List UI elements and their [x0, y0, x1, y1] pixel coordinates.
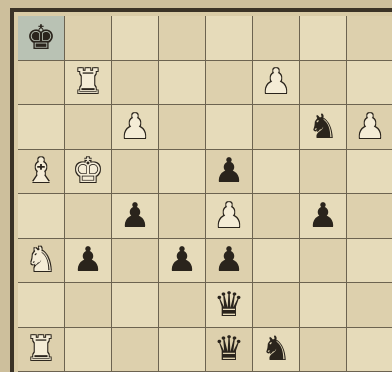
black-queen-piece[interactable]: ♛ — [214, 332, 244, 366]
black-pawn-piece[interactable]: ♟ — [73, 243, 103, 277]
black-pawn-piece[interactable]: ♟ — [120, 199, 150, 233]
square-a7[interactable] — [18, 61, 65, 106]
square-d6[interactable] — [159, 105, 206, 150]
white-pawn-piece[interactable]: ♟ — [214, 199, 244, 233]
square-a4[interactable] — [18, 194, 65, 239]
square-b1[interactable] — [65, 328, 112, 372]
square-f2[interactable] — [253, 283, 300, 328]
square-d4[interactable] — [159, 194, 206, 239]
square-d7[interactable] — [159, 61, 206, 106]
square-b5[interactable]: ♚ — [65, 150, 112, 195]
black-queen-piece[interactable]: ♛ — [214, 288, 244, 322]
square-e8[interactable] — [206, 16, 253, 61]
black-pawn-piece[interactable]: ♟ — [167, 243, 197, 277]
square-f3[interactable] — [253, 239, 300, 284]
square-h7[interactable] — [347, 61, 392, 106]
square-b3[interactable]: ♟ — [65, 239, 112, 284]
black-knight-piece[interactable]: ♞ — [308, 110, 338, 144]
square-d2[interactable] — [159, 283, 206, 328]
black-knight-piece[interactable]: ♞ — [261, 332, 291, 366]
square-c1[interactable] — [112, 328, 159, 372]
white-pawn-piece[interactable]: ♟ — [120, 110, 150, 144]
square-h8[interactable] — [347, 16, 392, 61]
black-pawn-piece[interactable]: ♟ — [214, 243, 244, 277]
square-g4[interactable]: ♟ — [300, 194, 347, 239]
square-f6[interactable] — [253, 105, 300, 150]
square-c7[interactable] — [112, 61, 159, 106]
square-b8[interactable] — [65, 16, 112, 61]
black-pawn-piece[interactable]: ♟ — [308, 199, 338, 233]
square-h2[interactable] — [347, 283, 392, 328]
white-bishop-piece[interactable]: ♝ — [26, 154, 56, 188]
square-d8[interactable] — [159, 16, 206, 61]
square-e1[interactable]: ♛ — [206, 328, 253, 372]
square-a2[interactable] — [18, 283, 65, 328]
square-f5[interactable] — [253, 150, 300, 195]
square-c2[interactable] — [112, 283, 159, 328]
square-c5[interactable] — [112, 150, 159, 195]
white-rook-piece[interactable]: ♜ — [73, 65, 103, 99]
square-b4[interactable] — [65, 194, 112, 239]
square-g3[interactable] — [300, 239, 347, 284]
square-h6[interactable]: ♟ — [347, 105, 392, 150]
square-d3[interactable]: ♟ — [159, 239, 206, 284]
square-e7[interactable] — [206, 61, 253, 106]
square-b6[interactable] — [65, 105, 112, 150]
square-f1[interactable]: ♞ — [253, 328, 300, 372]
square-g5[interactable] — [300, 150, 347, 195]
square-d1[interactable] — [159, 328, 206, 372]
square-e5[interactable]: ♟ — [206, 150, 253, 195]
square-a6[interactable] — [18, 105, 65, 150]
square-d5[interactable] — [159, 150, 206, 195]
square-a5[interactable]: ♝ — [18, 150, 65, 195]
square-g6[interactable]: ♞ — [300, 105, 347, 150]
square-e3[interactable]: ♟ — [206, 239, 253, 284]
square-c6[interactable]: ♟ — [112, 105, 159, 150]
square-g8[interactable] — [300, 16, 347, 61]
square-c3[interactable] — [112, 239, 159, 284]
square-h5[interactable] — [347, 150, 392, 195]
square-g1[interactable] — [300, 328, 347, 372]
white-knight-piece[interactable]: ♞ — [26, 243, 56, 277]
square-h4[interactable] — [347, 194, 392, 239]
square-c8[interactable] — [112, 16, 159, 61]
square-f7[interactable]: ♟ — [253, 61, 300, 106]
square-f4[interactable] — [253, 194, 300, 239]
black-king-piece[interactable]: ♚ — [26, 21, 56, 55]
square-b7[interactable]: ♜ — [65, 61, 112, 106]
white-pawn-piece[interactable]: ♟ — [355, 110, 385, 144]
black-pawn-piece[interactable]: ♟ — [214, 154, 244, 188]
square-a3[interactable]: ♞ — [18, 239, 65, 284]
square-f8[interactable] — [253, 16, 300, 61]
white-rook-piece[interactable]: ♜ — [26, 332, 56, 366]
white-king-piece[interactable]: ♚ — [73, 154, 103, 188]
square-e6[interactable] — [206, 105, 253, 150]
white-pawn-piece[interactable]: ♟ — [261, 65, 291, 99]
square-a1[interactable]: ♜ — [18, 328, 65, 372]
square-e4[interactable]: ♟ — [206, 194, 253, 239]
square-c4[interactable]: ♟ — [112, 194, 159, 239]
square-h1[interactable] — [347, 328, 392, 372]
chessboard-frame: ♚ ♜ ♟ ♟ ♞ ♟ ♝ ♚ ♟ ♟ ♟ ♟ ♞ ♟ ♟ ♟ ♛ ♜ ♛ ♞ — [10, 8, 392, 372]
square-a8[interactable]: ♚ — [18, 16, 65, 61]
chessboard: ♚ ♜ ♟ ♟ ♞ ♟ ♝ ♚ ♟ ♟ ♟ ♟ ♞ ♟ ♟ ♟ ♛ ♜ ♛ ♞ — [18, 16, 392, 372]
square-b2[interactable] — [65, 283, 112, 328]
square-g2[interactable] — [300, 283, 347, 328]
square-h3[interactable] — [347, 239, 392, 284]
square-g7[interactable] — [300, 61, 347, 106]
square-e2[interactable]: ♛ — [206, 283, 253, 328]
